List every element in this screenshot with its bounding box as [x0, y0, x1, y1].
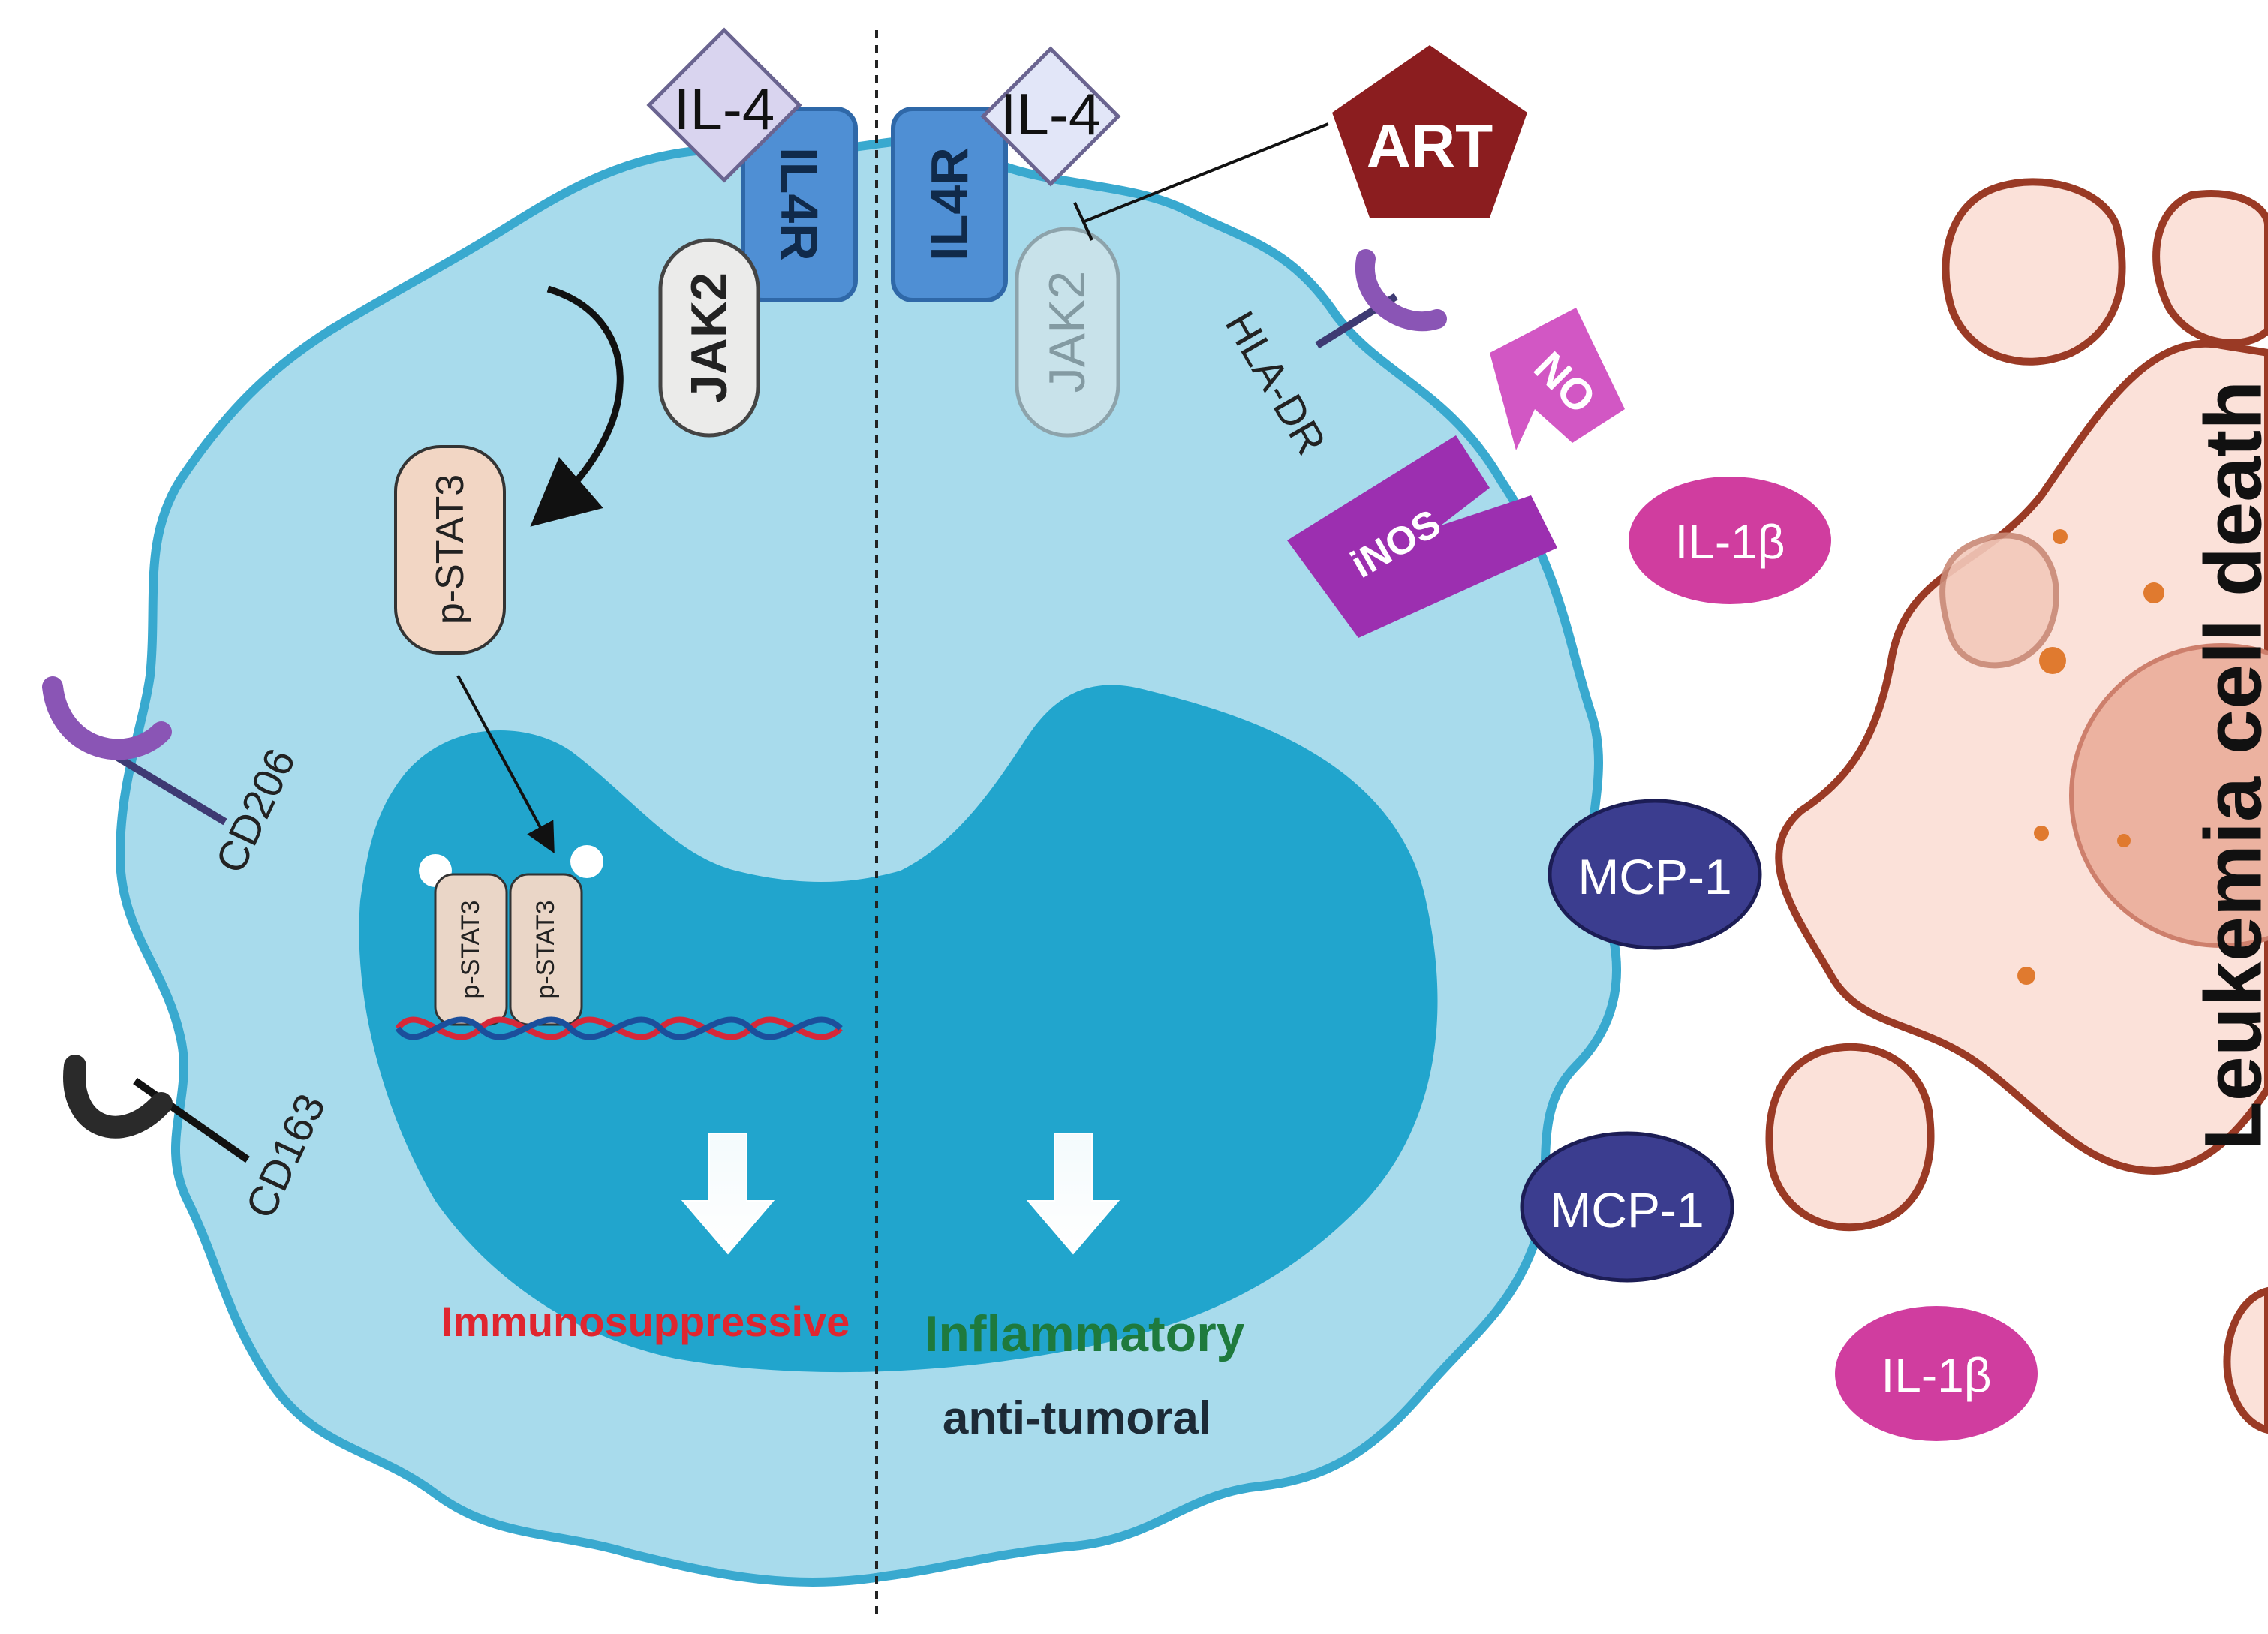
- art-label: ART: [1367, 113, 1493, 181]
- leukemia-dot: [2039, 647, 2066, 674]
- leukemia-dot: [2117, 834, 2131, 847]
- il1b-bottom-label: IL-1β: [1881, 1348, 1991, 1402]
- down-arrow-right: [1026, 1133, 1120, 1255]
- art-drug: ART: [1332, 45, 1527, 218]
- il1b-top: IL-1β: [1629, 477, 1831, 604]
- il4-left-label: IL-4: [674, 76, 775, 142]
- jak2-right-label: JAK2: [1039, 271, 1096, 393]
- leukemia-dot: [2143, 582, 2164, 603]
- jak2-right: JAK2: [1015, 227, 1120, 438]
- immunosuppressive-label: Immunosuppressive: [441, 1298, 850, 1345]
- leukemia-dot: [2053, 529, 2068, 544]
- apoptotic-bleb: [1765, 1043, 1935, 1232]
- anti-tumoral-label: anti-tumoral: [943, 1392, 1211, 1444]
- jak2-left: JAK2: [658, 238, 760, 438]
- inos-enzyme: iNOS: [1287, 435, 1557, 638]
- down-arrow-left: [681, 1133, 775, 1255]
- pstat3-label: p-STAT3: [429, 474, 472, 624]
- macrophage-nucleus: [359, 685, 1438, 1373]
- il1b-top-label: IL-1β: [1674, 515, 1785, 569]
- apoptotic-bleb: [2223, 1286, 2268, 1434]
- dna-helix: [395, 1016, 843, 1040]
- leukemia-dot: [2017, 967, 2035, 985]
- mcp1-top: MCP-1: [1548, 799, 1762, 950]
- apoptotic-bleb: [2152, 190, 2268, 347]
- il4-left: IL-4: [646, 27, 802, 183]
- il4-right-label: IL-4: [1000, 81, 1101, 147]
- jak2-left-label: JAK2: [681, 272, 738, 403]
- il4r-right: IL4R: [891, 107, 1008, 302]
- il1b-bottom: IL-1β: [1835, 1306, 2038, 1441]
- inflammatory-label: Inflammatory: [925, 1305, 1245, 1362]
- leukemia-nucleus: [2069, 643, 2268, 948]
- mcp1-bottom-label: MCP-1: [1550, 1182, 1704, 1238]
- pstat3-dimer: p-STAT3 p-STAT3: [419, 845, 603, 1026]
- il4-right: IL-4: [980, 46, 1121, 187]
- leukemia-vesicle-1: [1939, 532, 2059, 669]
- pstat3-dimer-b-label: p-STAT3: [531, 901, 560, 999]
- pstat3: p-STAT3: [394, 445, 506, 655]
- mcp1-bottom: MCP-1: [1520, 1131, 1734, 1283]
- pstat3-dimer-a-label: p-STAT3: [456, 901, 485, 999]
- il4r-left-label: IL4R: [770, 147, 829, 261]
- no-molecule: NO: [1490, 308, 1625, 450]
- il4r-left: IL4R: [741, 107, 858, 302]
- leukemia-cell-body: [1775, 340, 2268, 1175]
- translocation-arrow: [456, 675, 555, 854]
- apoptotic-bleb: [1942, 178, 2126, 366]
- leukemia-dot: [2034, 826, 2049, 841]
- leukemia-cell: [1775, 340, 2268, 1175]
- mcp1-top-label: MCP-1: [1578, 849, 1731, 904]
- phosphorylation-arrow: [530, 285, 624, 527]
- il4r-right-label: IL4R: [920, 147, 979, 261]
- leukemia-cell-death-label: Leukemia cell death: [2188, 381, 2268, 1151]
- art-inhibition: [1073, 122, 1329, 241]
